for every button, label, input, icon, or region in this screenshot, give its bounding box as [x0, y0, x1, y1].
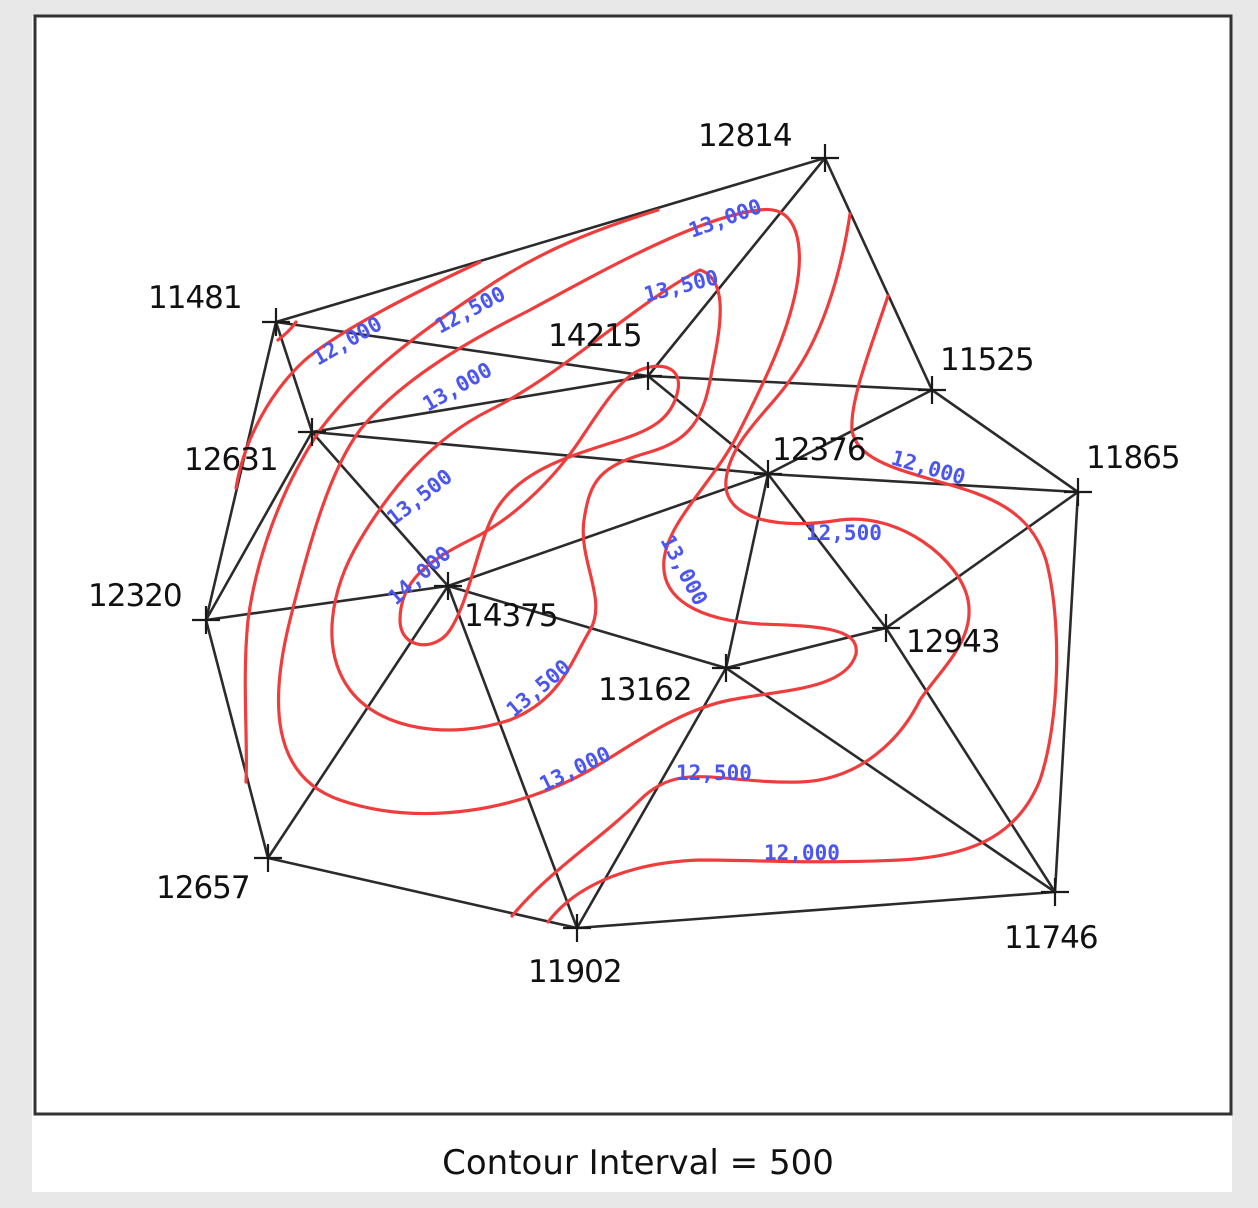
- survey-point-marker: [811, 144, 839, 172]
- network-edge: [310, 430, 770, 476]
- network-edge: [724, 472, 770, 670]
- survey-point-marker: [712, 654, 740, 682]
- contour-line-13000-loop: [276, 207, 858, 816]
- contour-line-12000-west: [234, 260, 482, 490]
- elevation-label: 11902: [528, 954, 622, 990]
- elevation-label: 14215: [548, 318, 642, 354]
- survey-point-marker: [254, 844, 282, 872]
- survey-point-marker: [872, 614, 900, 642]
- network-edge: [204, 430, 314, 622]
- contour-label: 12,500: [806, 521, 882, 545]
- survey-points: [192, 144, 1092, 942]
- elevation-label: 12631: [184, 442, 278, 478]
- contour-line-12500-east: [510, 212, 971, 918]
- contour-label: 12,500: [676, 761, 752, 785]
- network-edge: [204, 618, 270, 860]
- map-panel: [32, 16, 1232, 1192]
- network-edge: [724, 666, 1057, 894]
- survey-point-marker: [563, 914, 591, 942]
- network-edge: [766, 472, 888, 630]
- elevation-label: 14375: [464, 598, 558, 634]
- survey-point-marker: [918, 376, 946, 404]
- contour-line-13500-loop: [330, 268, 722, 732]
- elevation-label: 11865: [1086, 440, 1180, 476]
- elevation-label: 12320: [88, 578, 182, 614]
- elevation-labels: 12814 11481 14215 11525 12631 12376 1186…: [88, 118, 1181, 990]
- network-edge: [646, 374, 770, 476]
- contour-line-12000-nw: [276, 320, 298, 342]
- network-edge: [1053, 490, 1080, 894]
- network-edge: [766, 388, 934, 476]
- network-edge: [646, 374, 934, 392]
- elevation-label: 11746: [1004, 920, 1098, 956]
- network-edge: [446, 472, 770, 588]
- network-edge: [274, 320, 314, 434]
- network-edge: [724, 626, 888, 670]
- survey-point-marker: [434, 572, 462, 600]
- survey-point-marker: [754, 460, 782, 488]
- network-edge: [823, 156, 934, 392]
- map-frame: [33, 14, 1233, 1116]
- survey-point-marker: [634, 362, 662, 390]
- contour-line-12500-west: [243, 208, 660, 784]
- network-edge: [766, 472, 1080, 494]
- network-edge: [266, 856, 579, 930]
- elevation-label: 13162: [598, 672, 692, 708]
- contour-line-12000-east: [546, 294, 1059, 924]
- network-edge: [884, 626, 1057, 894]
- triangulation-network: [204, 156, 1080, 930]
- survey-point-marker: [192, 606, 220, 634]
- contour-line-14000-loop: [398, 364, 681, 647]
- network-edge: [575, 890, 1057, 930]
- network-edge: [274, 320, 650, 378]
- network-edge: [930, 388, 1080, 494]
- survey-point-marker: [298, 418, 326, 446]
- contour-label: 12,000: [764, 841, 840, 865]
- contour-lines: [234, 207, 1059, 924]
- survey-point-marker: [262, 308, 290, 336]
- elevation-label: 11525: [940, 342, 1034, 378]
- elevation-label: 12814: [698, 118, 792, 154]
- survey-point-marker: [1041, 878, 1069, 906]
- contour-interval-caption: Contour Interval = 500: [442, 1143, 834, 1183]
- network-edge: [446, 584, 728, 670]
- elevation-label: 12376: [772, 432, 866, 468]
- network-edge: [884, 490, 1080, 630]
- network-edge: [266, 584, 450, 860]
- elevation-label: 12657: [156, 870, 250, 906]
- network-edge: [646, 156, 827, 378]
- network-edge: [274, 156, 827, 324]
- elevation-label: 12943: [906, 624, 1000, 660]
- network-edge: [575, 666, 728, 930]
- elevation-label: 11481: [148, 280, 242, 316]
- survey-point-marker: [1064, 478, 1092, 506]
